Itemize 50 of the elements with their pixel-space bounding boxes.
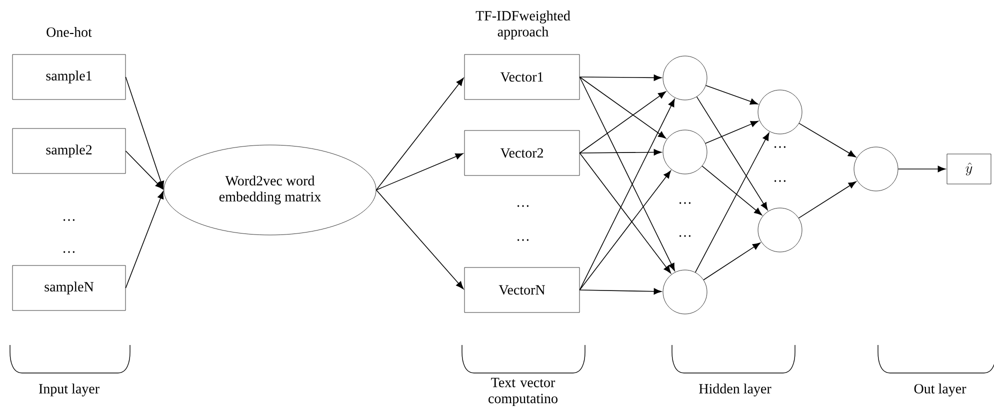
arrow	[376, 153, 464, 190]
process-box: Vector1	[464, 54, 580, 100]
arrow	[376, 190, 464, 290]
arrow	[125, 191, 164, 288]
ellipsis: …	[64, 219, 75, 221]
arrow	[706, 85, 758, 105]
process-box: VectorN	[464, 267, 580, 313]
arrow	[579, 74, 662, 81]
process-box: Vector2	[464, 130, 580, 176]
arrow	[696, 96, 768, 210]
arrow	[125, 76, 164, 189]
process-box: sample1	[12, 54, 126, 100]
arrow	[898, 166, 946, 172]
ellipsis: …	[774, 180, 786, 182]
arrow	[376, 78, 464, 190]
ellipsis: …	[680, 202, 691, 204]
layer-label: Hidden layer	[699, 384, 772, 396]
ellipsis: …	[518, 205, 529, 207]
arrow	[579, 91, 666, 154]
arrow	[798, 122, 856, 158]
neuron-circle	[854, 146, 898, 192]
arrow	[579, 288, 662, 295]
arrow	[579, 149, 662, 156]
layer-label: Text vector computatino	[488, 378, 558, 406]
neuron-circle	[758, 208, 802, 252]
layer-label: Input layer	[39, 384, 100, 396]
arrow	[579, 76, 675, 272]
ellipsis: …	[518, 239, 529, 241]
process-box: sample2	[12, 128, 126, 174]
column-heading: One-hot	[46, 27, 92, 37]
ellipsis: …	[774, 146, 786, 148]
neuron-circle	[758, 90, 802, 134]
arrow	[579, 76, 666, 139]
layer-label: Out layer	[914, 384, 966, 396]
ellipsis: …	[680, 235, 691, 237]
output-box: $\hat{y}$	[946, 154, 992, 184]
arrow	[579, 98, 675, 290]
arrow	[579, 170, 671, 290]
arrow	[705, 120, 758, 144]
neuron-circle	[662, 56, 708, 100]
arrow	[125, 150, 164, 190]
arrow	[703, 242, 760, 280]
neuron-circle	[662, 270, 708, 314]
arrow	[798, 181, 856, 218]
process-box: sampleN	[12, 265, 126, 311]
arrow	[579, 152, 672, 274]
column-heading: TF-IDFweighted approach	[476, 10, 570, 40]
arrow	[702, 166, 762, 216]
arrow	[694, 132, 770, 273]
neuron-circle	[662, 130, 708, 174]
